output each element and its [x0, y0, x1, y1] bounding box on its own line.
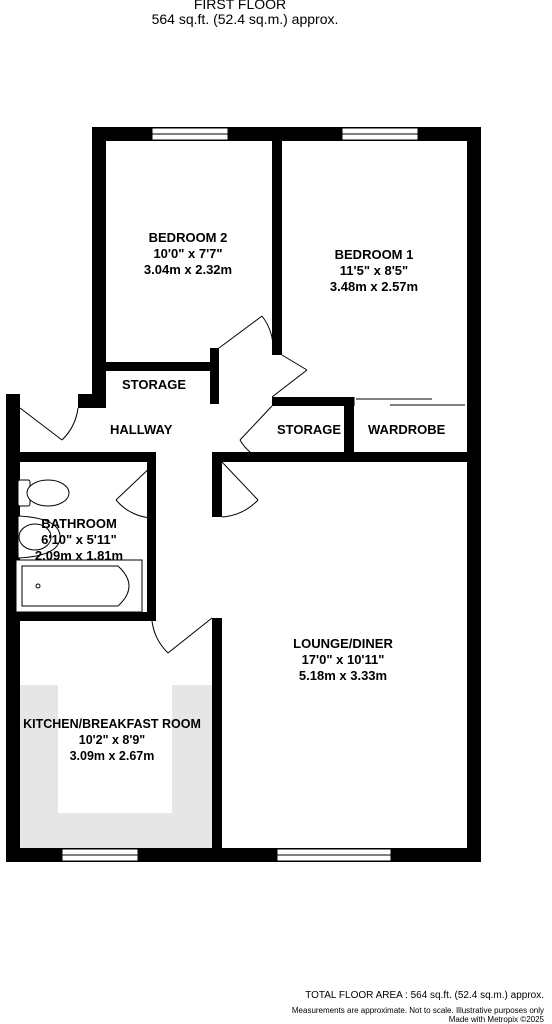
- lounge-diner-metric: 5.18m x 3.33m: [298, 668, 388, 683]
- bedroom-2-metric: 3.04m x 2.32m: [143, 262, 233, 277]
- hallway-label: HALLWAY: [110, 422, 173, 437]
- bedroom-2-name: BEDROOM 2: [148, 230, 228, 245]
- storage-right-label: STORAGE: [277, 422, 342, 437]
- bedroom-1-label: BEDROOM 1 11'5" x 8'5" 3.48m x 2.57m: [312, 247, 436, 295]
- bathroom-label: BATHROOM 6'10" x 5'11" 2.09m x 1.81m: [20, 516, 138, 564]
- kitchen-metric: 3.09m x 2.67m: [69, 749, 155, 763]
- bathroom-fixtures: [15, 479, 143, 613]
- bedroom-1-name: BEDROOM 1: [334, 247, 414, 262]
- floor-area: 564 sq.ft. (52.4 sq.m.) approx.: [151, 11, 339, 27]
- bedroom-1-imperial: 11'5" x 8'5": [339, 263, 409, 278]
- windows: [61, 127, 419, 862]
- bedroom-1-metric: 3.48m x 2.57m: [329, 279, 419, 294]
- bathroom-imperial: 6'10" x 5'11": [41, 532, 117, 547]
- bathroom-metric: 2.09m x 1.81m: [34, 548, 124, 563]
- bathroom-name: BATHROOM: [41, 516, 117, 531]
- kitchen-floor-area: [58, 685, 172, 813]
- storage-upper-label: STORAGE: [122, 377, 187, 392]
- lounge-diner-name: LOUNGE/DINER: [293, 636, 393, 651]
- total-floor-area: TOTAL FLOOR AREA : 564 sq.ft. (52.4 sq.m…: [305, 990, 544, 1001]
- disclaimer: Measurements are approximate. Not to sca…: [291, 1006, 544, 1015]
- wardrobe-label: WARDROBE: [368, 422, 446, 437]
- lounge-diner-label: LOUNGE/DINER 17'0" x 10'11" 5.18m x 3.33…: [276, 636, 410, 684]
- bedroom-2-imperial: 10'0" x 7'7": [153, 246, 223, 261]
- kitchen-imperial: 10'2" x 8'9": [78, 733, 146, 747]
- credit: Made with Metropix ©2025: [448, 1015, 544, 1024]
- kitchen-name: KITCHEN/BREAKFAST ROOM: [23, 717, 201, 731]
- lounge-diner-imperial: 17'0" x 10'11": [301, 652, 385, 667]
- door-swings: [19, 315, 465, 654]
- floor-title: FIRST FLOOR: [193, 0, 287, 12]
- bedroom-2-label: BEDROOM 2 10'0" x 7'7" 3.04m x 2.32m: [128, 230, 248, 278]
- kitchen-label: KITCHEN/BREAKFAST ROOM 10'2" x 8'9" 3.09…: [12, 716, 212, 764]
